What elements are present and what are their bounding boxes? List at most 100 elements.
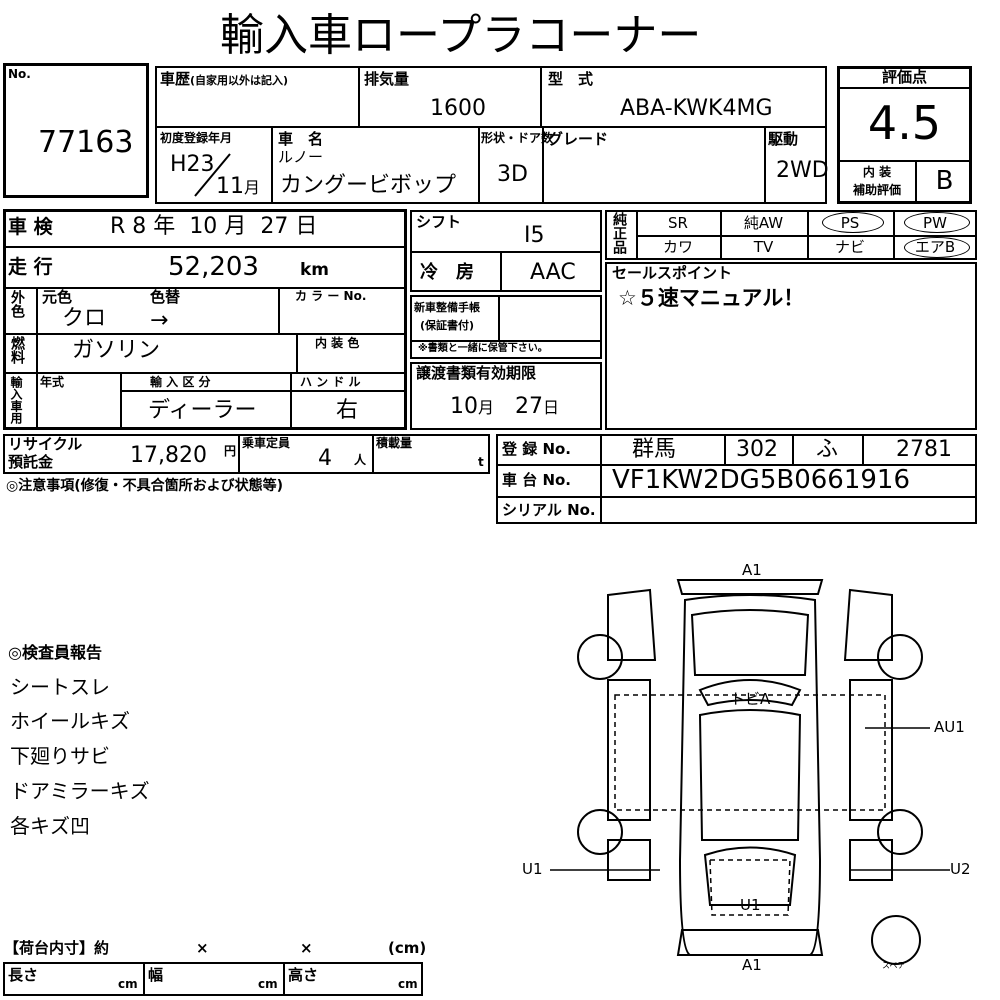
option-sr: SR — [668, 214, 688, 232]
model-type-value: ABA-KWK4MG — [620, 96, 773, 121]
option-navi: ナビ — [834, 238, 865, 256]
load-label: 積載量 — [376, 436, 413, 450]
grade-label: グレード — [548, 130, 609, 148]
displacement-label: 排気量 — [364, 70, 410, 88]
inspection-date: R 8 年 10 月 27 日 — [110, 214, 318, 239]
displacement-value: 1600 — [430, 96, 486, 121]
recycle-label-1: リサイクル — [8, 435, 83, 453]
capacity-label: 乗車定員 — [242, 436, 291, 450]
registration-number: 2781 — [896, 437, 952, 462]
cargo-width-unit: cm — [258, 977, 278, 991]
interior-aux-value: B — [935, 166, 954, 196]
interior-color-label: 内 装 色 — [315, 336, 360, 350]
transfer-date: 10月 27日 — [450, 394, 560, 419]
import-handle-value: 右 — [336, 398, 359, 423]
cargo-length-label: 長さ — [8, 966, 39, 984]
first-reg-slash — [194, 153, 231, 197]
interior-aux-label-1: 内 装 — [862, 165, 892, 179]
mileage-unit: km — [300, 260, 330, 280]
import-handle-label: ハ ン ド ル — [300, 375, 361, 389]
diagram-right-rear-label: U2 — [950, 860, 971, 878]
car-diagram — [550, 579, 950, 965]
shift-label: シフト — [416, 213, 462, 231]
transfer-label: 譲渡書類有効期限 — [416, 364, 537, 382]
car-name-label: 車 名 — [278, 130, 324, 148]
color-code-label: カ ラ ー No. — [295, 289, 367, 303]
chassis-label: 車 台 No. — [502, 471, 572, 489]
option-pw-circle — [904, 212, 970, 233]
option-ps: PS — [840, 214, 860, 232]
diagram-left-rear-label: U1 — [522, 860, 543, 878]
lot-number: 77163 — [38, 125, 134, 160]
rating-box — [837, 66, 972, 204]
mileage-value: 52,203 — [168, 252, 259, 282]
ac-label: 冷 房 — [420, 262, 474, 283]
option-leather: カワ — [662, 238, 693, 256]
sales-point-text: ☆５速マニュアル！ — [618, 286, 805, 310]
recycle-label-2: 預託金 — [8, 453, 54, 471]
option-alloy-wheel: 純AW — [743, 214, 784, 232]
diagram-roof-label: トビA — [730, 690, 771, 708]
cargo-unit: (cm) — [388, 939, 427, 957]
manual-note: ※書類と一緒に保管下さい。 — [418, 343, 548, 354]
diagram-spare-label: スペア — [882, 961, 906, 970]
cargo-frame — [3, 962, 423, 996]
diagram-front-label: A1 — [742, 561, 762, 579]
manual-frame — [410, 295, 602, 359]
color-orig-label: 元色 — [42, 288, 73, 306]
cargo-label: 【荷台内寸】約 — [4, 939, 110, 957]
fuel-value: ガソリン — [72, 338, 161, 363]
car-maker: ルノー — [278, 148, 324, 166]
inspector-item: ドアミラーキズ — [10, 779, 150, 803]
transfer-frame — [410, 362, 602, 430]
manual-label-1: 新車整備手帳 — [414, 301, 480, 314]
drive-label: 駆動 — [768, 130, 799, 148]
recycle-value: 17,820 — [130, 443, 207, 468]
manual-label-2: (保証書付) — [420, 319, 475, 332]
spec-frame — [155, 66, 827, 204]
registration-class: 302 — [736, 437, 778, 462]
registration-label: 登 録 No. — [502, 440, 572, 458]
rating-score: 4.5 — [867, 96, 942, 150]
load-unit: t — [478, 455, 484, 469]
capacity-value: 4 — [318, 446, 332, 471]
inspector-item: シートスレ — [10, 675, 110, 699]
cargo-x2: × — [300, 939, 313, 957]
capacity-unit: 人 — [354, 453, 367, 467]
diagram-side-right-label: AU1 — [934, 718, 965, 736]
registration-frame — [496, 434, 977, 524]
cargo-width-label: 幅 — [148, 966, 164, 984]
body-label: 形状・ドア数 — [481, 131, 554, 145]
chassis-value: VF1KW2DG5B0661916 — [612, 465, 910, 495]
cargo-height-unit: cm — [398, 977, 418, 991]
option-airbag-circle — [904, 237, 970, 258]
recycle-frame — [3, 434, 490, 474]
main-left-frame — [3, 209, 407, 430]
option-airbag: エアB — [914, 238, 956, 256]
lot-label: No. — [8, 67, 31, 81]
notice-label: ◎注意事項(修復・不具合箇所および状態等) — [6, 478, 284, 494]
first-reg-month: 11月 — [216, 174, 261, 199]
car-name: カングービボップ — [280, 173, 457, 198]
rating-label: 評価点 — [881, 68, 927, 86]
inspection-label: 車 検 — [8, 216, 53, 238]
sales-point-frame — [605, 262, 977, 430]
options-label: 純正品 — [611, 212, 627, 254]
mileage-label: 走 行 — [8, 256, 53, 278]
import-year-label: 年式 — [40, 375, 65, 389]
page-title: 輸入車ロープラコーナー — [220, 10, 702, 61]
first-reg-year: H23 — [170, 152, 215, 177]
import-side-label: 輸入車用 — [9, 376, 23, 424]
inspector-item: 各キズ凹 — [10, 814, 90, 838]
serial-label: シリアル No. — [502, 501, 596, 519]
inspector-item: 下廻りサビ — [10, 744, 110, 768]
inspector-item: ホイールキズ — [10, 709, 130, 733]
diagram-rear-label: A1 — [742, 956, 762, 974]
cargo-height-label: 高さ — [288, 966, 319, 984]
cargo-length-unit: cm — [118, 977, 138, 991]
option-pw: PW — [923, 214, 947, 232]
option-tv: TV — [753, 238, 774, 256]
registration-area: 群馬 — [632, 437, 677, 462]
recycle-unit: 円 — [224, 444, 237, 458]
registration-kana: ふ — [816, 437, 839, 462]
